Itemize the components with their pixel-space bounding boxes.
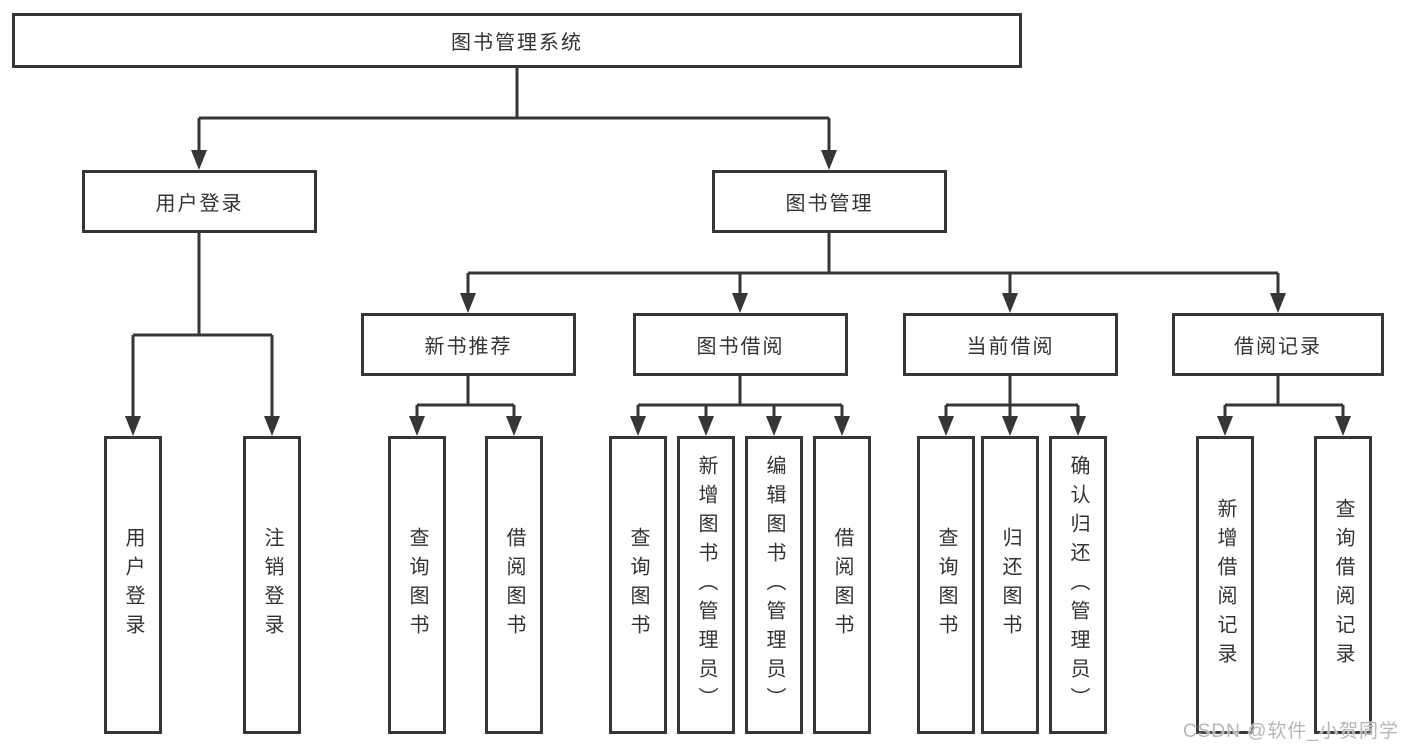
leaf-query-books-recommend: 查询图书 (388, 436, 446, 734)
leaf-query-books-current: 查询图书 (917, 436, 975, 734)
leaf-borrow-books-recommend: 借阅图书 (485, 436, 543, 734)
arrowhead-icons (125, 150, 1351, 436)
leaf-add-borrow-record: 新增借阅记录 (1196, 436, 1254, 734)
leaf-confirm-return-admin: 确认归还（管理员） (1049, 436, 1107, 734)
leaf-add-books-admin: 新增图书（管理员） (677, 436, 735, 734)
node-current-borrow: 当前借阅 (903, 313, 1118, 376)
node-new-book-recommend: 新书推荐 (361, 313, 576, 376)
root-label: 图书管理系统 (451, 32, 583, 54)
leaf-logout: 注销登录 (243, 436, 301, 734)
book-management-label: 图书管理 (785, 193, 874, 215)
book-borrow-label: 图书借阅 (696, 336, 785, 358)
node-book-borrow: 图书借阅 (633, 313, 848, 376)
leaf-borrow-books: 借阅图书 (813, 436, 871, 734)
leaf-user-login: 用户登录 (104, 436, 162, 734)
leaf-query-borrow-record: 查询借阅记录 (1314, 436, 1372, 734)
node-library-management-system: 图书管理系统 (12, 13, 1022, 68)
node-borrow-records: 借阅记录 (1172, 313, 1384, 376)
user-login-label: 用户登录 (155, 193, 244, 215)
csdn-watermark: CSDN @软件_小贺同学 (1183, 721, 1399, 742)
node-book-management: 图书管理 (712, 170, 947, 233)
leaf-return-books: 归还图书 (981, 436, 1039, 734)
current-borrow-label: 当前借阅 (966, 336, 1055, 358)
new-book-recommend-label: 新书推荐 (424, 336, 513, 358)
node-user-login: 用户登录 (82, 170, 317, 233)
leaf-edit-books-admin: 编辑图书（管理员） (745, 436, 803, 734)
leaf-query-books-borrow: 查询图书 (609, 436, 667, 734)
borrow-records-label: 借阅记录 (1234, 336, 1322, 358)
